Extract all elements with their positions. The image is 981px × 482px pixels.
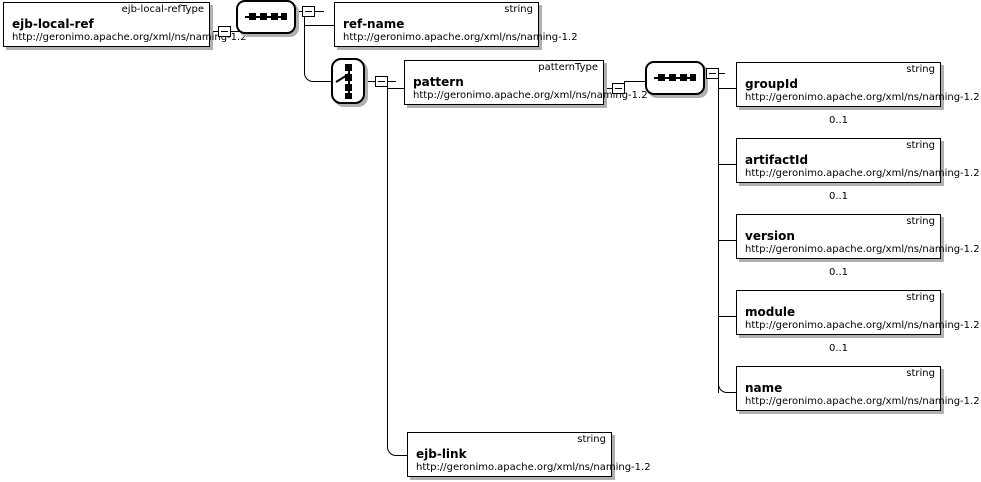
node-ref-name[interactable]: string ref-name http://geronimo.apache.o… xyxy=(334,2,578,47)
connector-branch-module xyxy=(718,316,737,317)
node-name-label: pattern xyxy=(413,75,464,89)
connector-branch-ejb-link-corner xyxy=(387,440,402,456)
toggle-pattern-sequence[interactable] xyxy=(706,68,719,79)
node-type-label: string xyxy=(906,140,935,151)
node-pattern[interactable]: patternType pattern http://geronimo.apac… xyxy=(404,60,648,105)
connector-root-seq-toggle-out xyxy=(315,11,324,12)
connector-branch-choice xyxy=(317,81,331,82)
node-namespace-label: http://geronimo.apache.org/xml/ns/naming… xyxy=(745,92,980,103)
node-namespace-label: http://geronimo.apache.org/xml/ns/naming… xyxy=(343,32,578,43)
toggle-root[interactable] xyxy=(218,26,231,37)
node-name-label: artifactId xyxy=(745,153,809,167)
cardinality-version: 0..1 xyxy=(828,267,849,278)
node-namespace-label: http://geronimo.apache.org/xml/ns/naming… xyxy=(745,168,980,179)
node-module[interactable]: string module http://geronimo.apache.org… xyxy=(736,290,980,335)
choice-icon-pattern-ejblink[interactable] xyxy=(331,58,365,104)
node-name-label: version xyxy=(745,229,795,243)
node-namespace-label: http://geronimo.apache.org/xml/ns/naming… xyxy=(413,90,648,101)
node-namespace-label: http://geronimo.apache.org/xml/ns/naming… xyxy=(745,244,980,255)
connector-choice-toggle-out xyxy=(388,81,396,82)
node-namespace-label: http://geronimo.apache.org/xml/ns/naming… xyxy=(745,320,980,331)
sequence-icon-root[interactable] xyxy=(236,0,296,34)
connector-branch-name-corner xyxy=(718,377,733,393)
node-name-label: groupId xyxy=(745,77,798,91)
toggle-root-sequence[interactable] xyxy=(302,6,315,17)
node-type-label: string xyxy=(504,4,533,15)
node-name-label: ref-name xyxy=(343,17,405,31)
sequence-glyph xyxy=(654,74,696,81)
connector-root-to-toggle xyxy=(210,31,218,32)
node-name-label: ejb-local-ref xyxy=(12,17,94,31)
connector-root-trunk-vertical xyxy=(304,12,305,74)
node-type-label: patternType xyxy=(538,62,598,73)
node-version[interactable]: string version http://geronimo.apache.or… xyxy=(736,214,980,259)
connector-branch-choice-corner xyxy=(304,66,319,82)
node-namespace-label: http://geronimo.apache.org/xml/ns/naming… xyxy=(416,462,651,473)
toggle-pattern[interactable] xyxy=(612,83,625,94)
connector-branch-ref-name xyxy=(304,25,334,26)
sequence-glyph xyxy=(245,13,287,20)
connector-root-sequence-to-toggle xyxy=(295,11,302,12)
node-type-label: string xyxy=(906,216,935,227)
connector-pattern-toggle-to-sequence xyxy=(625,81,649,82)
connector-branch-ejb-link xyxy=(400,455,408,456)
connector-pattern-seq-toggle-out xyxy=(719,73,725,74)
node-ejb-local-ref[interactable]: ejb-local-refType ejb-local-ref http://g… xyxy=(3,2,247,47)
connector-branch-name xyxy=(731,392,737,393)
cardinality-artifact-id: 0..1 xyxy=(828,191,849,202)
connector-pattern-to-toggle xyxy=(604,88,612,89)
node-namespace-label: http://geronimo.apache.org/xml/ns/naming… xyxy=(12,32,247,43)
connector-branch-artifact-id xyxy=(718,164,737,165)
connector-branch-version xyxy=(718,240,737,241)
node-name-label: module xyxy=(745,305,796,319)
node-name-element[interactable]: string name http://geronimo.apache.org/x… xyxy=(736,366,980,411)
connector-branch-group-id xyxy=(718,88,737,89)
connector-right-trunk-vertical xyxy=(718,74,719,393)
node-namespace-label: http://geronimo.apache.org/xml/ns/naming… xyxy=(745,396,980,407)
toggle-choice[interactable] xyxy=(375,76,388,87)
node-type-label: ejb-local-refType xyxy=(121,4,204,15)
node-name-label: ejb-link xyxy=(416,447,467,461)
node-name-label: name xyxy=(745,381,783,395)
cardinality-module: 0..1 xyxy=(828,343,849,354)
node-type-label: string xyxy=(906,292,935,303)
choice-glyph xyxy=(335,64,352,99)
node-group-id[interactable]: string groupId http://geronimo.apache.or… xyxy=(736,62,980,107)
node-type-label: string xyxy=(906,368,935,379)
node-type-label: string xyxy=(906,64,935,75)
sequence-icon-pattern[interactable] xyxy=(645,61,705,95)
cardinality-group-id: 0..1 xyxy=(828,115,849,126)
node-type-label: string xyxy=(577,434,606,445)
connector-branch-pattern xyxy=(387,88,405,89)
connector-choice-to-toggle xyxy=(368,81,375,82)
node-artifact-id[interactable]: string artifactId http://geronimo.apache… xyxy=(736,138,980,183)
connector-choice-trunk-vertical xyxy=(387,82,388,446)
node-ejb-link[interactable]: string ejb-link http://geronimo.apache.o… xyxy=(407,432,651,477)
